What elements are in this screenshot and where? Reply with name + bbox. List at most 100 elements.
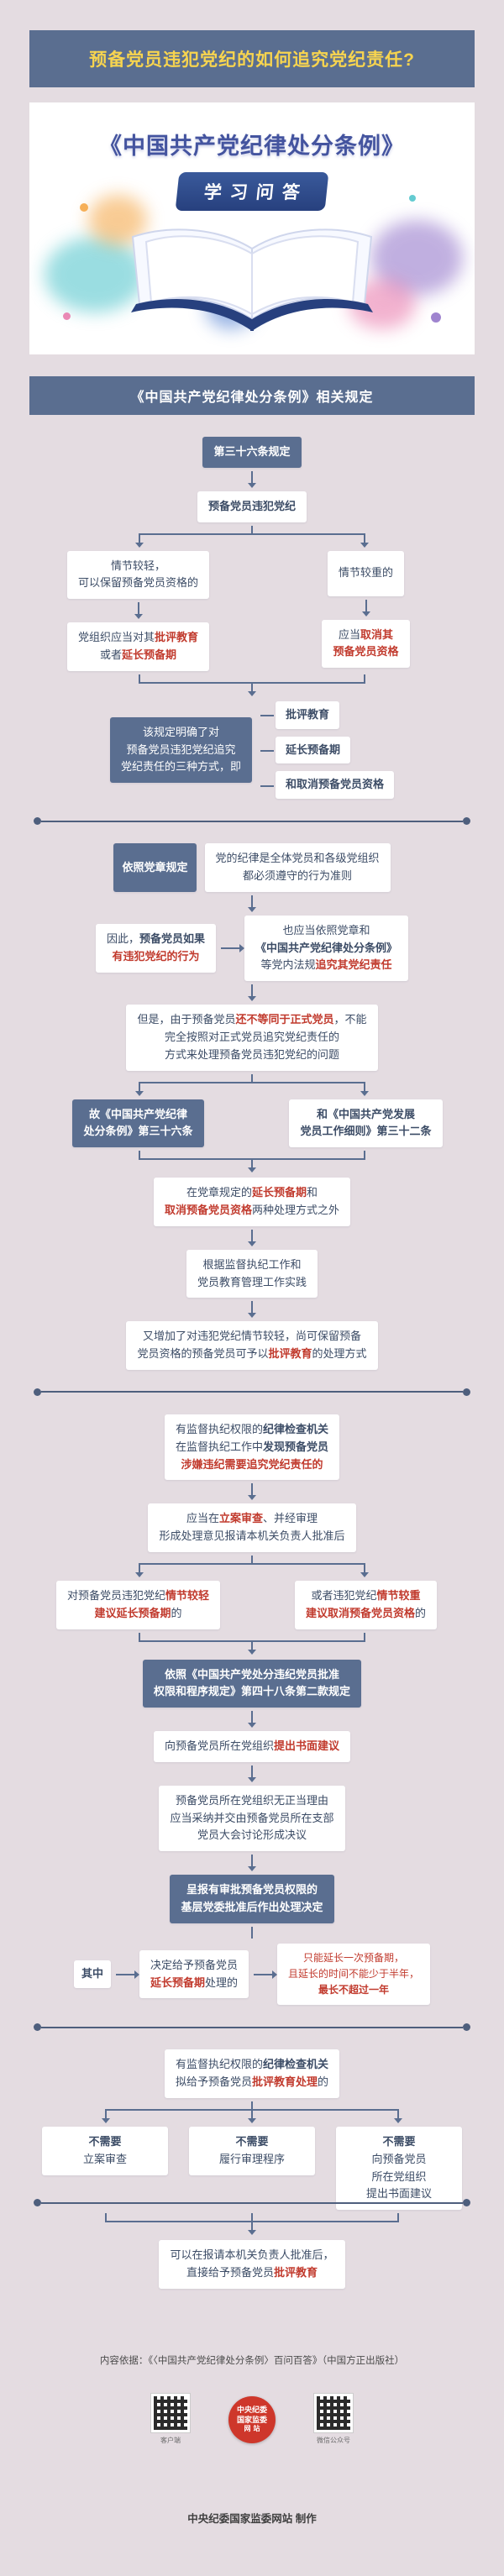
text: 应当 [338, 627, 360, 641]
qr-code-wechat-icon [313, 2393, 354, 2433]
dot-decoration [409, 195, 416, 202]
way-box-criticism: 批评教育 [260, 700, 340, 729]
written-suggestion-box: 向预备党员所在党组织提出书面建议 [153, 1731, 351, 1762]
no-filing-box: 不需要 立案审查 [42, 2127, 168, 2176]
dot-decoration [80, 203, 88, 212]
split-connector [139, 1073, 365, 1091]
source-note: 内容依据：《〈中国共产党纪律处分条例〉百问百答》（中国方正出版社） [99, 2356, 405, 2366]
no-review-column: 不需要 履行审理程序 [189, 2127, 315, 2210]
added-box: 又增加了对违犯党纪情节较轻，尚可保留预备 党员资格的预备党员可予以批评教育的处理… [126, 1321, 378, 1370]
text: 向预备党员所在党组织 [164, 1739, 274, 1753]
text: 涉嫌违纪需要追究党纪责任的 [181, 1457, 323, 1471]
text: 拟给予预备党员 [175, 2075, 252, 2089]
text: 批评教育 [155, 631, 199, 644]
text: 发现预备党员 [263, 1440, 329, 1453]
text: 建议延长预备期 [94, 1606, 171, 1619]
thus-row: 因此，预备党员如果 有违犯党纪的行为 也应当依照党章和 《中国共产党纪律处分条例… [17, 915, 487, 982]
case-columns: 情节较轻， 可以保留预备党员资格的 党组织应当对其批评教育 或者延长预备期 情节… [17, 550, 487, 671]
text: 提出书面建议 [274, 1739, 340, 1753]
text: 党组织应当对其 [77, 631, 155, 644]
flowchart: 第三十六条规定 预备党员违犯党纪 情节较轻， 可以保留预备党员资格的 党组织应当… [17, 437, 487, 2289]
text: 可以保留预备党员资格的 [77, 576, 198, 590]
merge-connector [139, 1151, 365, 1168]
text: 应当采纳并交由预备党员所在支部 [170, 1811, 334, 1824]
connector [251, 1926, 253, 1939]
text: 不需要 [88, 2135, 122, 2148]
text: 纪律检查机关 [262, 2058, 328, 2071]
text: 立案审查 [218, 1512, 263, 1525]
text: 且延长的时间不能少于半年， [288, 1968, 420, 1981]
suggest-extend-box: 对预备党员违犯党纪情节较轻 建议延长预备期的 [55, 1580, 221, 1629]
page-title: 预备党员违犯党纪的如何追究党纪责任? [29, 30, 475, 87]
connector [251, 1711, 253, 1723]
heavy-action-box: 应当取消其 预备党员资格 [322, 619, 410, 669]
text: 也应当依照党章和 [282, 923, 370, 936]
summary-label-box: 该规定明确了对 预备党员违犯党纪追究 党纪责任的三种方式，即 [109, 716, 252, 784]
extend-limit-box: 只能延长一次预备期， 且延长的时间不能少于半年， 最长不超过一年 [277, 1943, 431, 2006]
text: 履行审理程序 [218, 2153, 285, 2166]
text: 的 [318, 2075, 329, 2089]
hero-subtitle-ribbon: 学习问答 [175, 172, 329, 211]
text: 只能延长一次预备期， [303, 1951, 405, 1964]
text: 党员教育管理工作实践 [197, 1275, 307, 1288]
connector [251, 1301, 253, 1314]
light-case-box: 情节较轻， 可以保留预备党员资格的 [66, 550, 209, 600]
hero-subtitle: 学习问答 [202, 183, 310, 202]
extend-decision-box: 决定给予预备党员 延长预备期处理的 [139, 1949, 249, 1999]
text: 党员工作细则》第三十二条 [300, 1125, 432, 1138]
text: 党的纪律是全体党员和各级党组织 [215, 852, 380, 865]
merge-connector [139, 674, 365, 691]
text: 或者 [99, 648, 122, 661]
connector [251, 1483, 253, 1496]
text: 在监督执纪工作中 [175, 1440, 263, 1453]
text: 因此， [106, 932, 139, 946]
connector [251, 470, 253, 483]
badge-line: 国家监委 [236, 2415, 267, 2424]
text: 党组织应当对其批评教育 [78, 629, 198, 647]
practice-box: 根据监督执纪工作和 党员教育管理工作实践 [186, 1249, 318, 1298]
text: 延长预备期 [150, 1975, 205, 1989]
text: 预备党员所在党组织无正当理由 [175, 1793, 328, 1807]
text: 的 [415, 1606, 427, 1619]
text: 批评教育 [273, 2266, 318, 2280]
text: 不需要 [382, 2135, 416, 2148]
text: 对预备党员违犯党纪 [66, 1588, 165, 1602]
thus-right-box: 也应当依照党章和 《中国共产党纪律处分条例》 等党内法规追究其党纪责任 [244, 915, 409, 982]
qr-left: 客户端 [150, 2393, 191, 2445]
text: 延长预备期 [122, 648, 177, 661]
split-connector [105, 2101, 399, 2119]
dot-decoration [63, 312, 71, 320]
text: 形成处理意见报请本机关负责人批准后 [159, 1529, 345, 1543]
text: 决定给予预备党员 [150, 1958, 238, 1971]
text: 情节较轻， [110, 559, 165, 572]
charter-label-box: 依照党章规定 [113, 843, 197, 892]
text: 预备党员资格 [333, 645, 399, 658]
connector [251, 1855, 253, 1867]
text: 该规定明确了对 [142, 725, 219, 738]
direct-edu-box: 可以在报请本机关负责人批准后， 直接给予预备党员批评教育 [159, 2240, 345, 2289]
text: 直接给予预备党员 [186, 2266, 274, 2280]
no-written-box: 不需要 向预备党员 所在党组织 提出书面建议 [336, 2127, 462, 2211]
file-box: 应当在立案审查、并经审理 形成处理意见报请本机关负责人批准后 [148, 1503, 356, 1552]
thus-left-box: 因此，预备党员如果 有违犯党纪的行为 [95, 924, 216, 973]
ordinance-box: 故《中国共产党纪律 处分条例》第三十六条 [72, 1099, 204, 1148]
text: 对预备党员违犯党纪情节较轻 [67, 1587, 209, 1605]
text: 都必须遵守的行为准则 [243, 868, 353, 882]
text: 批评教育 [268, 1347, 312, 1361]
discover-box: 有监督执纪权限的纪律检查机关 在监督执纪工作中发现预备党员 涉嫌违纪需要追究党纪… [164, 1414, 340, 1481]
text: 权限和程序规定》第四十八条第二款规定 [153, 1685, 350, 1698]
split-connector [139, 1555, 365, 1572]
dot-decoration [431, 312, 441, 323]
ordinance-column: 故《中国共产党纪律 处分条例》第三十六条 [39, 1099, 237, 1148]
badge-line: 中央纪委 [236, 2405, 267, 2415]
adopt-box: 预备党员所在党组织无正当理由 应当采纳并交由预备党员所在支部 党员大会讨论形成决… [159, 1785, 345, 1852]
light-case-column: 情节较轻， 可以保留预备党员资格的 党组织应当对其批评教育 或者延长预备期 [39, 550, 237, 671]
text: 或者违犯党纪 [311, 1588, 377, 1602]
text: 最长不超过一年 [318, 1984, 390, 1996]
text: 建议取消预备党员资格 [305, 1606, 415, 1619]
heavy-case-column: 情节较重的 应当取消其 预备党员资格 [267, 550, 465, 671]
text: 取消其 [360, 627, 393, 641]
text: 等党内法规 [260, 958, 316, 972]
qr-left-label: 客户端 [160, 2437, 181, 2444]
text: 延长预备期 [251, 1186, 307, 1199]
